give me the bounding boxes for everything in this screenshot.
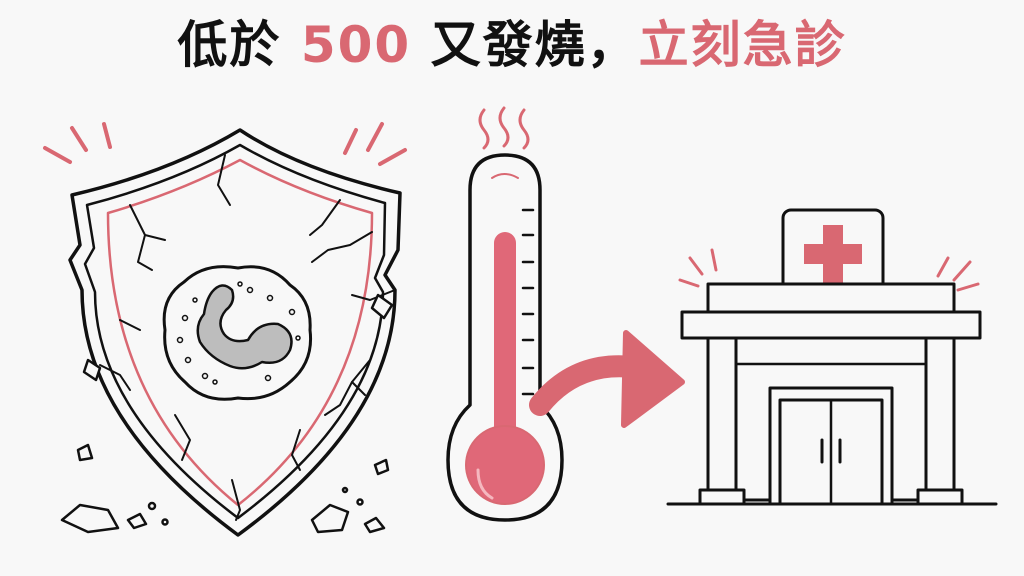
shield-cracks (99, 154, 396, 521)
bulb-shine (476, 468, 494, 500)
roof-top (706, 282, 956, 314)
headline-text-3: 立刻急診 (638, 16, 847, 74)
mercury-column (494, 232, 516, 442)
shield-impact-marks-right (343, 122, 407, 166)
shield-impact-marks-left (43, 122, 112, 164)
mercury-bulb-inner (467, 427, 543, 503)
pillar-left (706, 336, 738, 494)
pillar-right (924, 336, 956, 494)
cell-granules (176, 281, 301, 385)
red-cross-icon (804, 225, 862, 283)
shield-inner-rim (83, 143, 387, 520)
white-blood-cell-icon (162, 265, 313, 401)
headline: 低於 500 又發燒，立刻急診 (0, 10, 1024, 80)
thermometer-icon (446, 106, 564, 522)
pillar-base-left (698, 488, 746, 506)
cell-membrane (162, 265, 313, 401)
pillar-base-right (916, 488, 964, 506)
headline-number: 500 (300, 16, 412, 74)
headline-text-1: 低於 (177, 16, 301, 74)
thermometer-highlight (491, 173, 519, 179)
roof-canopy (680, 310, 982, 340)
thermometer-ticks (521, 208, 535, 396)
shield-chips (82, 293, 394, 382)
heat-waves (478, 106, 530, 150)
shield-debris (60, 443, 390, 534)
headline-text-2: 又發燒， (411, 16, 639, 74)
cracked-shield-icon (43, 122, 407, 537)
hospital-sparkles (678, 248, 980, 292)
arrow-head (621, 330, 685, 428)
hospital-icon (666, 208, 998, 506)
curved-arrow-icon (529, 330, 685, 428)
cell-nucleus (196, 284, 293, 370)
